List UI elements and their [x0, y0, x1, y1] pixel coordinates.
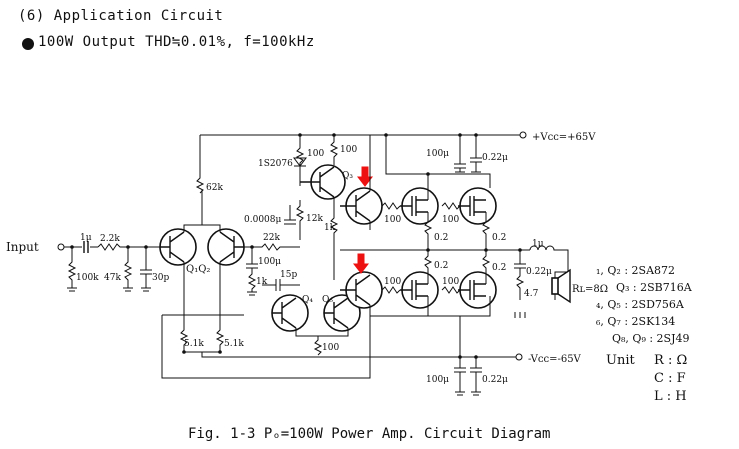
c-100u-bot-label: 100μ: [426, 375, 449, 385]
section-heading: (6) Application Circuit: [18, 8, 224, 24]
unit-row: C : F: [606, 370, 687, 388]
r-1k-b-label: 1k: [324, 223, 336, 233]
c-022u-out-label: 0.22μ: [526, 267, 552, 277]
c-15p-label: 15p: [280, 270, 297, 280]
r-g1-label: 100: [384, 215, 401, 225]
r-100k-label: 100k: [76, 273, 99, 283]
r-1k-label: 1k: [256, 277, 268, 287]
r-22k-label: 22k: [263, 233, 280, 243]
output-inductor: [529, 245, 569, 272]
units-block: Unit R : Ω C : F L : H: [606, 352, 687, 406]
mosfet-q8: [400, 271, 439, 309]
input-cap-label: 1μ: [80, 233, 92, 243]
spec-line: 100W Output THD≒0.01%, f=100kHz: [38, 34, 315, 50]
figure-caption: Fig. 1-3 Pₒ=100W Power Amp. Circuit Diag…: [188, 426, 551, 442]
r-100-e-label: 100: [322, 343, 339, 353]
ground-icons-input: [67, 287, 151, 292]
red-arrow-icon: [356, 166, 374, 187]
r-02-d-label: 0.2: [492, 263, 506, 273]
r-g4-label: 100: [442, 277, 459, 287]
unit-symbol: C: [654, 371, 664, 386]
c-022u-bot-label: 0.22μ: [482, 375, 508, 385]
bullet-icon: [22, 38, 34, 50]
unit-symbol: L: [654, 389, 663, 404]
r-02-a-label: 0.2: [434, 233, 448, 243]
r-g3-label: 100: [384, 277, 401, 287]
input-label: Input: [6, 240, 39, 254]
transistor-legend: ₁, Q₂ : 2SA872 Q₃ : 2SB716A ₄, Q₅ : 2SD7…: [596, 262, 736, 347]
speaker-icon: [551, 268, 571, 304]
c-022u-top-label: 0.22μ: [482, 153, 508, 163]
legend-row: Q₃ : 2SB716A: [616, 281, 692, 294]
input-resistor-label: 2.2k: [100, 234, 120, 244]
r-02-c-label: 0.2: [434, 261, 448, 271]
unit-row: R : Ω: [654, 352, 714, 370]
unit-value: : Ω: [667, 353, 688, 368]
r-100-b-label: 100: [340, 145, 357, 155]
input-resistor: [97, 243, 160, 251]
c-100u-top-label: 100μ: [426, 149, 449, 159]
red-arrow-icon: [352, 253, 370, 274]
diode-1s2076: [293, 157, 307, 167]
unit-row: L : H: [606, 388, 687, 406]
legend-row: ₄, Q₅ : 2SD756A: [596, 298, 684, 311]
legend-row: ₁, Q₂ : 2SA872: [596, 264, 676, 277]
r-51k-a-label: 5.1k: [184, 339, 204, 349]
unit-symbol: R: [654, 353, 664, 368]
vcc-neg-label: -Vᴄᴄ=-65V: [528, 354, 582, 365]
q1q2-label: Q₁Q₂: [186, 264, 210, 275]
mosfet-q6: [400, 187, 439, 225]
mosfet-q7: [458, 187, 497, 225]
r-02-b-label: 0.2: [492, 233, 506, 243]
r-47-label: 4.7: [524, 289, 539, 299]
input-capacitor: [83, 241, 89, 253]
feedback-loop: [161, 314, 371, 379]
unit-value: : F: [668, 371, 686, 386]
q4-label: Q₄: [302, 295, 313, 305]
r-100-a-label: 100: [307, 149, 324, 159]
c-0008-label: 0.0008μ: [244, 215, 281, 225]
unit-value: : H: [666, 389, 687, 404]
r-g2-label: 100: [442, 215, 459, 225]
q5-label: Q₅: [322, 295, 333, 305]
vcc-neg-terminal: [515, 353, 523, 361]
units-title: Unit: [606, 353, 635, 368]
r-62k-label: 62k: [206, 183, 223, 193]
vcc-pos-terminal: [519, 131, 527, 139]
r-12k-label: 12k: [306, 214, 323, 224]
c-100u-fb-label: 100μ: [258, 257, 281, 267]
ground-icons-rails: [455, 171, 481, 396]
c-30p-label: 30p: [152, 273, 169, 283]
legend-row: Q₈, Q₉ : 2SJ49: [612, 332, 690, 345]
vcc-pos-label: +Vᴄᴄ=+65V: [532, 132, 596, 143]
load-label: Rʟ=8Ω: [572, 284, 608, 295]
diode-label: 1S2076: [258, 159, 293, 169]
r-47k-label: 47k: [104, 273, 121, 283]
q3-label: Q₃: [342, 171, 353, 181]
inductor-label: 1μ: [532, 239, 544, 249]
legend-row: ₆, Q₇ : 2SK134: [596, 315, 676, 328]
input-terminal: [57, 243, 65, 251]
r-51k-b-label: 5.1k: [224, 339, 244, 349]
